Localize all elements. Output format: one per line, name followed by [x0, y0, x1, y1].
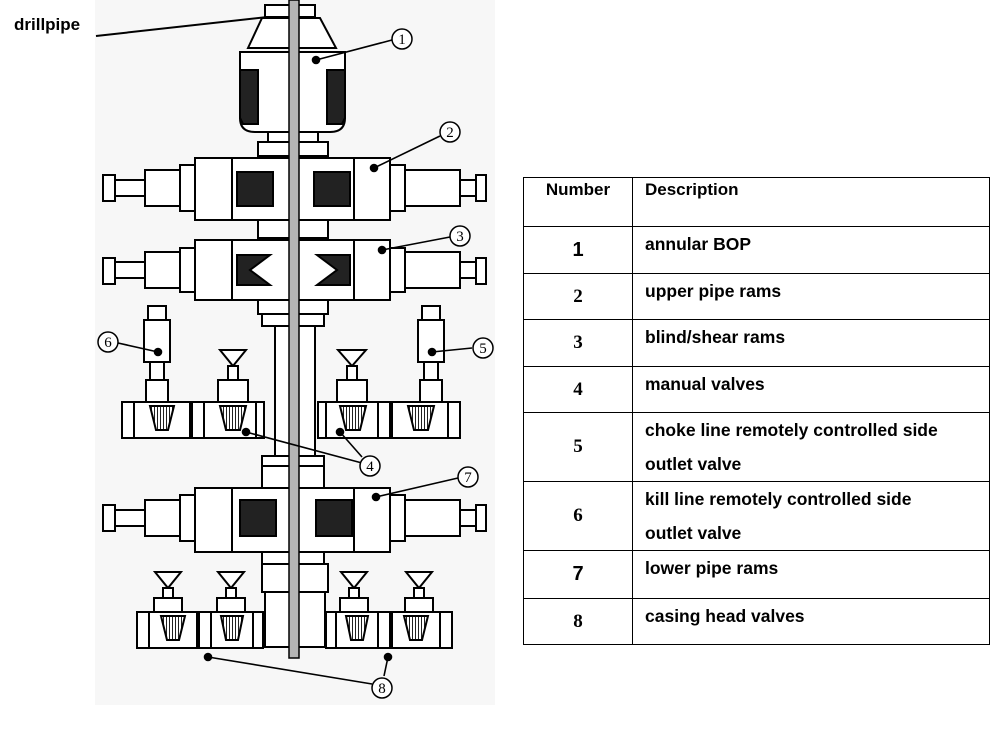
svg-text:4: 4	[366, 459, 374, 475]
svg-text:5: 5	[479, 341, 487, 357]
bop-stack-diagram: drillpipe	[14, 0, 494, 699]
legend-row-number: 4	[523, 366, 633, 413]
legend-row-number: 7	[523, 550, 633, 599]
legend-header-number: Number	[523, 177, 633, 227]
legend-row: 2 upper pipe rams	[523, 273, 990, 320]
legend-row-description: kill line remotely controlled side outle…	[632, 481, 990, 551]
legend-row: 1 annular BOP	[523, 226, 990, 274]
callout-7: 7	[457, 466, 479, 488]
legend-row-number: 8	[523, 598, 633, 645]
svg-text:8: 8	[378, 681, 386, 697]
svg-text:1: 1	[398, 32, 406, 48]
legend-row: 5 choke line remotely controlled side ou…	[523, 412, 990, 482]
legend-row-number: 6	[523, 481, 633, 551]
svg-text:3: 3	[456, 229, 464, 245]
callout-1: 1	[391, 28, 413, 50]
casing-head-valves	[136, 571, 453, 649]
callout-8: 8	[371, 677, 393, 699]
svg-text:2: 2	[446, 125, 454, 141]
legend-row-number: 3	[523, 319, 633, 367]
legend-row: 4 manual valves	[523, 366, 990, 413]
legend-row-description: choke line remotely controlled side outl…	[632, 412, 990, 482]
drillpipe-label: drillpipe	[14, 15, 80, 34]
drillpipe-pointer	[95, 13, 295, 37]
callout-4: 4	[359, 455, 381, 477]
legend-header-row: Number Description	[523, 177, 990, 227]
legend-row-number: 1	[523, 226, 633, 274]
legend-row-description: upper pipe rams	[632, 273, 990, 320]
legend-row-description: casing head valves	[632, 598, 990, 645]
callout-6: 6	[97, 331, 119, 353]
callouts	[117, 39, 473, 685]
legend-row-description: blind/shear rams	[632, 319, 990, 367]
legend-row-number: 2	[523, 273, 633, 320]
legend-row: 6 kill line remotely controlled side out…	[523, 481, 990, 551]
svg-text:6: 6	[104, 335, 112, 351]
legend-row-description: manual valves	[632, 366, 990, 413]
drillpipe	[288, 0, 300, 659]
legend-row-description: annular BOP	[632, 226, 990, 274]
legend-row: 7 lower pipe rams	[523, 550, 990, 599]
legend-header-description: Description	[632, 177, 990, 227]
svg-text:7: 7	[464, 470, 472, 486]
legend-table: Number Description 1 annular BOP 2 upper…	[523, 177, 990, 645]
legend-row: 3 blind/shear rams	[523, 319, 990, 367]
callout-3: 3	[449, 225, 471, 247]
callout-2: 2	[439, 121, 461, 143]
callout-5: 5	[472, 337, 494, 359]
legend-row-number: 5	[523, 412, 633, 482]
callout-circles: 1 2 3 4 5 6 7 8	[97, 28, 494, 699]
legend-row-description: lower pipe rams	[632, 550, 990, 599]
upper-side-valves	[121, 305, 461, 439]
legend-row: 8 casing head valves	[523, 598, 990, 645]
